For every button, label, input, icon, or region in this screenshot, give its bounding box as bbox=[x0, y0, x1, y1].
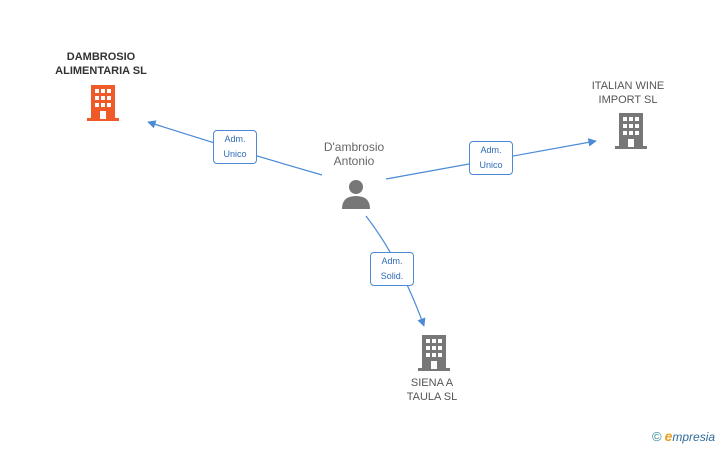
copyright-symbol: © bbox=[652, 429, 662, 444]
edge-role-line1: Adm. bbox=[480, 145, 502, 155]
building-icon[interactable] bbox=[87, 85, 119, 121]
company-name-line1: SIENA A bbox=[410, 377, 454, 389]
company-label-dambrosio-alimentaria[interactable]: DAMBROSIO ALIMENTARIA SL bbox=[31, 50, 171, 78]
edge-role-line2: Unico bbox=[223, 149, 247, 159]
edge-role-line2: Unico bbox=[479, 160, 503, 170]
edge-label-to-dambrosio-alimentaria[interactable]: Adm. Unico bbox=[213, 130, 257, 164]
building-icon[interactable] bbox=[418, 335, 450, 371]
brand-logo-letter: e bbox=[664, 428, 673, 444]
company-label-siena-a-taula[interactable]: SIENA A TAULA SL bbox=[362, 376, 502, 404]
person-label-dambrosio-antonio[interactable]: D'ambrosio Antonio bbox=[284, 140, 424, 168]
company-name-line1: DAMBROSIO bbox=[66, 51, 136, 63]
company-name-line2: TAULA SL bbox=[406, 391, 458, 403]
edge-role-line1: Adm. bbox=[381, 256, 403, 266]
edge-role-line2: Solid. bbox=[380, 271, 404, 281]
edge-label-to-italian-wine-import[interactable]: Adm. Unico bbox=[469, 141, 513, 175]
brand-logo-text: mpresia bbox=[672, 430, 716, 444]
person-name-line2: Antonio bbox=[333, 154, 375, 168]
company-name-line2: ALIMENTARIA SL bbox=[55, 65, 147, 77]
company-label-italian-wine-import[interactable]: ITALIAN WINE IMPORT SL bbox=[558, 79, 698, 107]
person-icon[interactable] bbox=[341, 179, 371, 209]
company-name-line1: ITALIAN WINE bbox=[591, 80, 665, 92]
edge-label-to-siena-a-taula[interactable]: Adm. Solid. bbox=[370, 252, 414, 286]
edge-role-line1: Adm. bbox=[224, 134, 246, 144]
brand-watermark: ©empresia bbox=[652, 428, 715, 444]
person-name-line1: D'ambrosio bbox=[323, 140, 385, 154]
company-name-line2: IMPORT SL bbox=[598, 94, 658, 106]
building-icon[interactable] bbox=[615, 113, 647, 149]
